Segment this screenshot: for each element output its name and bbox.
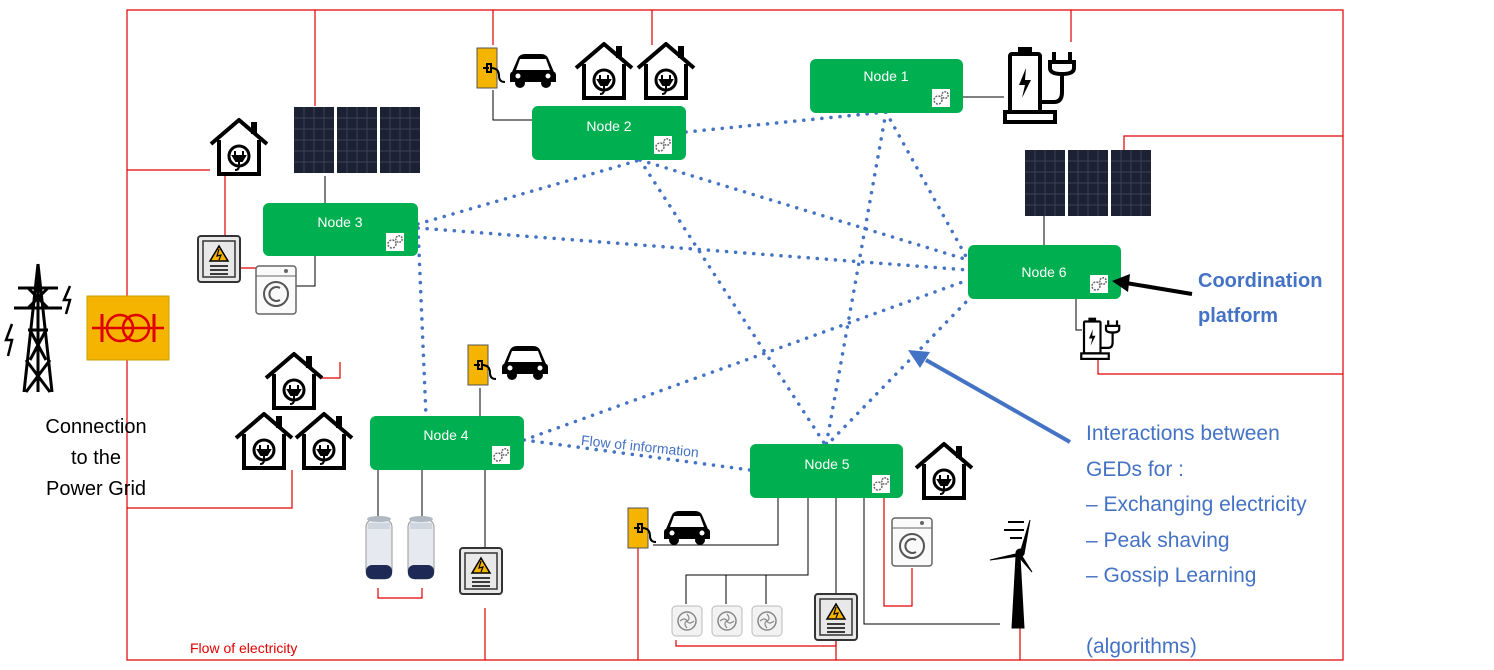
flow-of-electricity-label: Flow of electricity: [190, 640, 298, 656]
ev-charger-icon: [467, 344, 497, 386]
electrical-panel-icon: [459, 547, 503, 595]
grid-connection-line-2: to the: [70, 447, 122, 469]
solar-panel-icon: [1110, 149, 1152, 217]
grid-connection-line-1: Connection: [45, 416, 147, 438]
settings-gears-icon: [491, 445, 511, 465]
solar-panels-node3: [293, 106, 421, 174]
node-2: Node 2: [532, 106, 686, 160]
washing-machine-icon: [255, 265, 297, 315]
ev-charger-node4: [467, 344, 548, 386]
interactions-item: – Gossip Learning: [1086, 564, 1257, 587]
solar-panel-icon: [379, 106, 421, 174]
transmission-tower-icon: [4, 263, 72, 393]
node-5: Node 5: [750, 444, 903, 498]
settings-gears-icon: [1089, 274, 1109, 294]
solar-panel-icon: [293, 106, 335, 174]
interactions-item: – Peak shaving: [1086, 528, 1230, 552]
transformer-icon: [86, 295, 170, 361]
node-2-label: Node 2: [586, 118, 631, 134]
house-icon: [209, 118, 269, 176]
ev-charger-node2: [476, 47, 556, 89]
node-6: Node 6: [968, 245, 1121, 299]
node-5-label: Node 5: [804, 456, 849, 472]
node-3-label: Node 3: [317, 214, 362, 230]
node-4: Node 4: [370, 416, 524, 470]
coordination-line-1: Coordination: [1198, 270, 1323, 292]
washing-machine-icon: [891, 517, 933, 567]
node-4-label: Node 4: [423, 427, 468, 443]
house-icon: [574, 42, 634, 100]
electricity-lines: [122, 9, 1344, 661]
interactions-item: – Exchanging electricity: [1086, 493, 1307, 516]
grid-connection-label: Connection to the Power Grid: [18, 412, 174, 505]
coordination-arrow: [1112, 274, 1193, 296]
ev-charger-node5: [627, 507, 710, 549]
solar-panel-icon: [1067, 149, 1109, 217]
interactions-description: Interactions between GEDs for : – Exchan…: [1086, 416, 1307, 664]
node-1-label: Node 1: [863, 68, 908, 84]
car-icon: [664, 511, 710, 545]
interactions-footer: (algorithms): [1086, 634, 1197, 658]
battery-icon: [1080, 316, 1121, 360]
water-heater-icon: [365, 515, 393, 580]
house-icon: [264, 352, 324, 410]
fan-icon: [751, 605, 783, 637]
interactions-arrow: [908, 350, 1071, 444]
wind-turbine-icon: [989, 519, 1033, 629]
electrical-panel-icon: [814, 593, 858, 641]
solar-panel-icon: [336, 106, 378, 174]
settings-gears-icon: [653, 135, 673, 155]
grid-connection-line-3: Power Grid: [45, 478, 147, 500]
solar-panels-node6: [1024, 149, 1152, 217]
settings-gears-icon: [385, 232, 405, 252]
information-links: [416, 110, 970, 472]
interactions-line-1: Interactions between: [1086, 422, 1280, 445]
house-icon: [914, 442, 974, 500]
fan-icon: [711, 605, 743, 637]
ev-charger-icon: [627, 507, 657, 549]
node-3: Node 3: [263, 203, 418, 256]
electrical-panel-icon: [197, 235, 241, 283]
node-1: Node 1: [810, 59, 963, 113]
coordination-platform-label: Coordination platform: [1198, 264, 1322, 334]
water-heater-icon: [407, 515, 435, 580]
solar-panel-icon: [1024, 149, 1066, 217]
house-icon: [636, 42, 696, 100]
ev-charger-icon: [476, 47, 506, 89]
fan-icon: [671, 605, 703, 637]
coordination-line-2: platform: [1198, 305, 1278, 327]
house-icon: [294, 412, 354, 470]
house-icon: [234, 412, 294, 470]
node-6-label: Node 6: [1021, 264, 1066, 280]
battery-icon: [1003, 45, 1076, 124]
settings-gears-icon: [931, 88, 951, 108]
settings-gears-icon: [871, 474, 891, 494]
interactions-line-2: GEDs for :: [1086, 457, 1185, 481]
car-icon: [502, 346, 548, 380]
car-icon: [510, 54, 556, 88]
